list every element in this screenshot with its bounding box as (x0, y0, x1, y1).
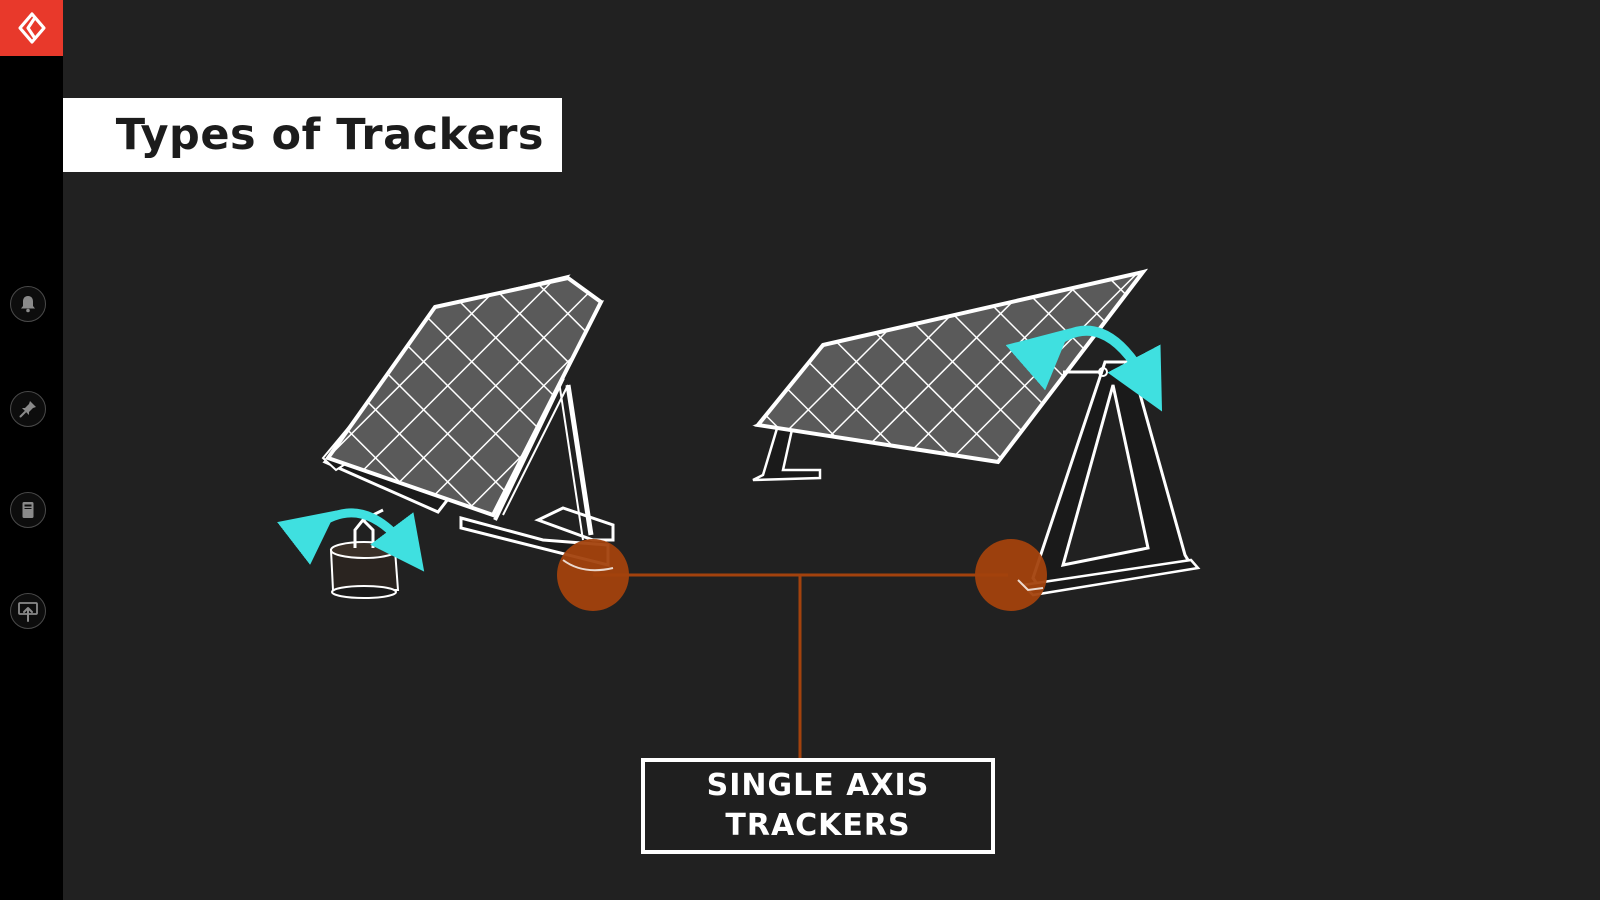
slide-title-card: Types of Trackers (63, 98, 562, 172)
left-rotation-arrow (277, 508, 425, 572)
slide-title: Types of Trackers (115, 110, 544, 160)
left-tracker (277, 274, 615, 599)
logo-button[interactable] (0, 0, 63, 56)
pin-icon (19, 401, 36, 418)
single-axis-label: SINGLE AXIS TRACKERS (641, 758, 995, 854)
right-tracker-panel (752, 268, 1148, 465)
left-axis-marker (557, 539, 629, 611)
axis-connector (557, 539, 1047, 758)
left-tracker-panel (321, 274, 605, 518)
label-line-1: SINGLE AXIS (706, 768, 930, 803)
bell-icon (21, 296, 35, 313)
notes-button[interactable] (10, 492, 46, 528)
screen-upload-icon (18, 602, 38, 622)
pin-button[interactable] (10, 391, 46, 427)
right-tracker (752, 268, 1201, 597)
present-button[interactable] (10, 593, 46, 629)
notifications-button[interactable] (10, 286, 46, 322)
sidebar (0, 0, 63, 900)
tracker-diagram (277, 268, 1201, 758)
brand-logo-icon (17, 12, 46, 44)
right-axis-marker (975, 539, 1047, 611)
slide-stage: Types of Trackers (63, 0, 1600, 900)
right-rotation-arrow (1005, 325, 1163, 412)
notebook-icon (22, 502, 34, 518)
label-line-2: TRACKERS (725, 808, 911, 843)
